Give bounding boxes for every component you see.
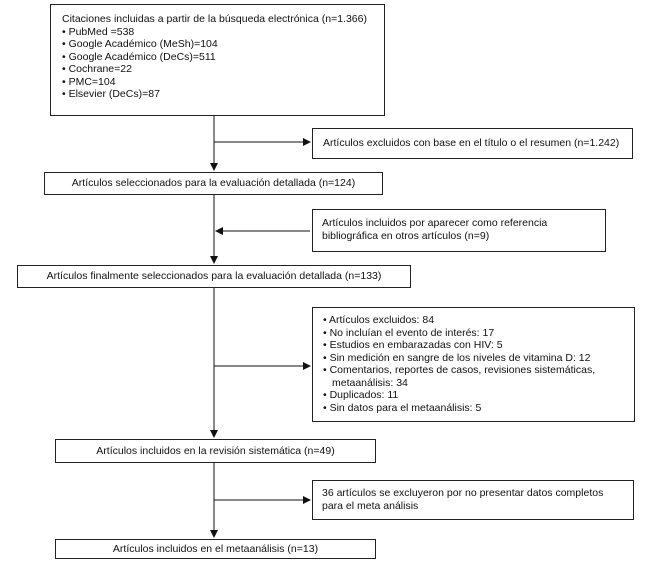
excluded-incomplete-line2: para el meta análisis bbox=[322, 499, 419, 512]
systematic-review-text: Artículos incluidos en la revisión siste… bbox=[96, 444, 335, 457]
exclusion-item-no-event: • No incluían el evento de interés: 17 bbox=[323, 326, 495, 339]
source-item-pmc: • PMC=104 bbox=[62, 75, 116, 88]
excluded-incomplete-box: 36 artículos se excluyeron por no presen… bbox=[312, 480, 634, 520]
excluded-title-abstract-text: Artículos excluidos con base en el títul… bbox=[323, 137, 620, 150]
meta-analysis-box: Artículos incluidos en el metaanálisis (… bbox=[55, 539, 376, 559]
exclusion-reasons-list: • Artículos excluidos: 84 • No incluían … bbox=[323, 314, 634, 414]
search-sources-list: • PubMed =538 • Google Académico (MeSh)=… bbox=[62, 26, 384, 101]
included-reference-box: Artículos incluidos por aparecer como re… bbox=[312, 209, 606, 252]
exclusion-item-reviews-continued: metaanálisis: 34 bbox=[332, 376, 408, 389]
exclusion-item-total: • Artículos excluidos: 84 bbox=[323, 314, 435, 326]
meta-analysis-text: Artículos incluidos en el metaanálisis (… bbox=[112, 542, 319, 555]
source-item-cochrane: • Cochrane=22 bbox=[62, 63, 132, 75]
exclusion-item-reviews: • Comentarios, reportes de casos, revisi… bbox=[323, 364, 596, 376]
search-results-title: Citaciones incluidas a partir de la búsq… bbox=[62, 13, 367, 25]
source-item-elsevier: • Elsevier (DeCs)=87 bbox=[62, 88, 160, 100]
finally-selected-text: Artículos finalmente seleccionados para … bbox=[46, 270, 382, 283]
exclusion-item-pregnant-hiv: • Estudios en embarazadas con HIV: 5 bbox=[323, 339, 503, 351]
source-item-scholar-decs: • Google Académico (DeCs)=511 bbox=[62, 50, 216, 63]
selected-detailed-text: Artículos seleccionados para la evaluaci… bbox=[71, 177, 356, 190]
excluded-articles-box: • Artículos excluidos: 84 • No incluían … bbox=[312, 307, 635, 422]
excluded-title-abstract-box: Artículos excluidos con base en el títul… bbox=[312, 128, 633, 159]
included-reference-line2: bibliográfica en otros artículos (n=9) bbox=[322, 229, 490, 242]
exclusion-item-duplicates: • Duplicados: 11 bbox=[323, 389, 399, 401]
search-results-box: Citaciones incluidas a partir de la búsq… bbox=[50, 4, 385, 116]
included-reference-line1: Artículos incluidos por aparecer como re… bbox=[322, 217, 548, 229]
source-item-pubmed: • PubMed =538 bbox=[62, 25, 135, 38]
selected-detailed-box: Artículos seleccionados para la evaluaci… bbox=[44, 172, 383, 195]
exclusion-item-no-data: • Sin datos para el metaanálisis: 5 bbox=[323, 401, 482, 414]
excluded-incomplete-line1: 36 artículos se excluyeron por no presen… bbox=[322, 487, 604, 499]
source-item-scholar-mesh: • Google Académico (MeSh)=104 bbox=[62, 38, 218, 50]
finally-selected-box: Artículos finalmente seleccionados para … bbox=[17, 265, 411, 288]
systematic-review-box: Artículos incluidos en la revisión siste… bbox=[55, 439, 376, 463]
exclusion-item-no-vitamin-d: • Sin medición en sangre de los niveles … bbox=[323, 351, 591, 364]
